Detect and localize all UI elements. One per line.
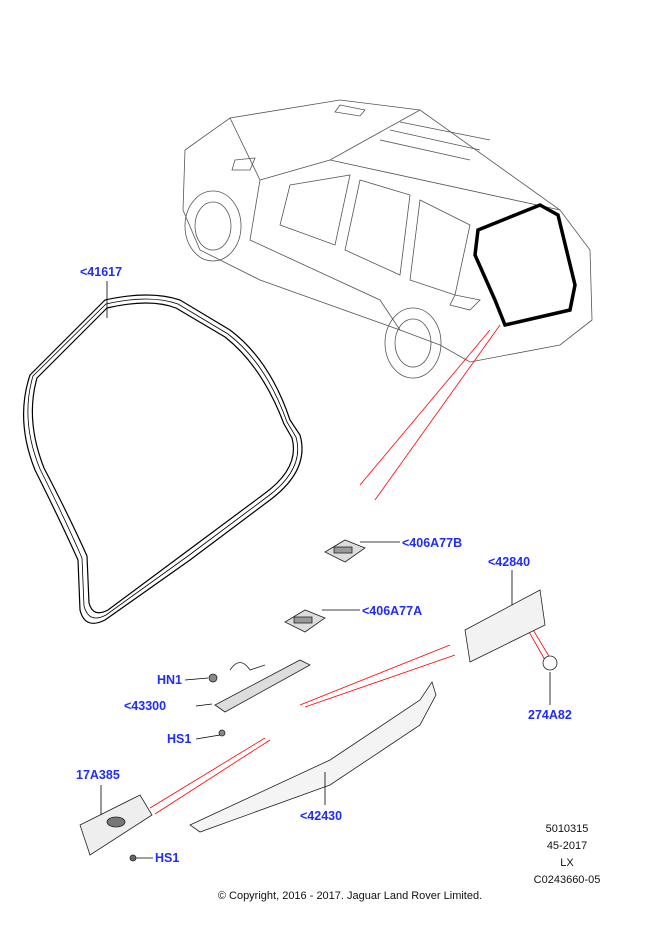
callout-HS1-top[interactable]: HS1 (167, 732, 192, 746)
note-line-4: C0243660-05 (533, 874, 601, 886)
callout-42430[interactable]: <42430 (300, 809, 343, 823)
tailgate-seal (23, 294, 303, 624)
callout-HN1[interactable]: HN1 (157, 673, 183, 687)
callout-43300[interactable]: <43300 (124, 699, 167, 713)
license-plate-17A385 (79, 794, 153, 862)
vehicle-illustration (182, 99, 593, 379)
callout-274A82[interactable]: 274A82 (528, 708, 572, 722)
light-bar-43300 (208, 659, 311, 737)
note-line-2: 45-2017 (546, 840, 588, 852)
leader-lines-red (149, 324, 551, 815)
callout-42840[interactable]: <42840 (488, 555, 531, 569)
callout-406A77A[interactable]: <406A77A (362, 604, 423, 618)
leader-lines (100, 281, 551, 859)
lamp-406A77B (324, 539, 366, 563)
glass-panel-42840 (464, 589, 546, 663)
tailgate-seal-on-vehicle (473, 203, 577, 328)
lamp-406A77A (284, 609, 326, 633)
clip-274A82 (542, 655, 558, 671)
trim-42430 (189, 681, 437, 833)
note-line-1: 5010315 (545, 823, 589, 835)
callout-HS1-bottom[interactable]: HS1 (155, 851, 180, 865)
callout-17A385[interactable]: 17A385 (76, 768, 120, 782)
copyright: © Copyright, 2016 - 2017. Jaguar Land Ro… (217, 890, 483, 902)
callout-41617[interactable]: <41617 (80, 265, 123, 279)
note-line-3: LX (560, 857, 574, 869)
callout-406A77B[interactable]: <406A77B (402, 536, 463, 550)
